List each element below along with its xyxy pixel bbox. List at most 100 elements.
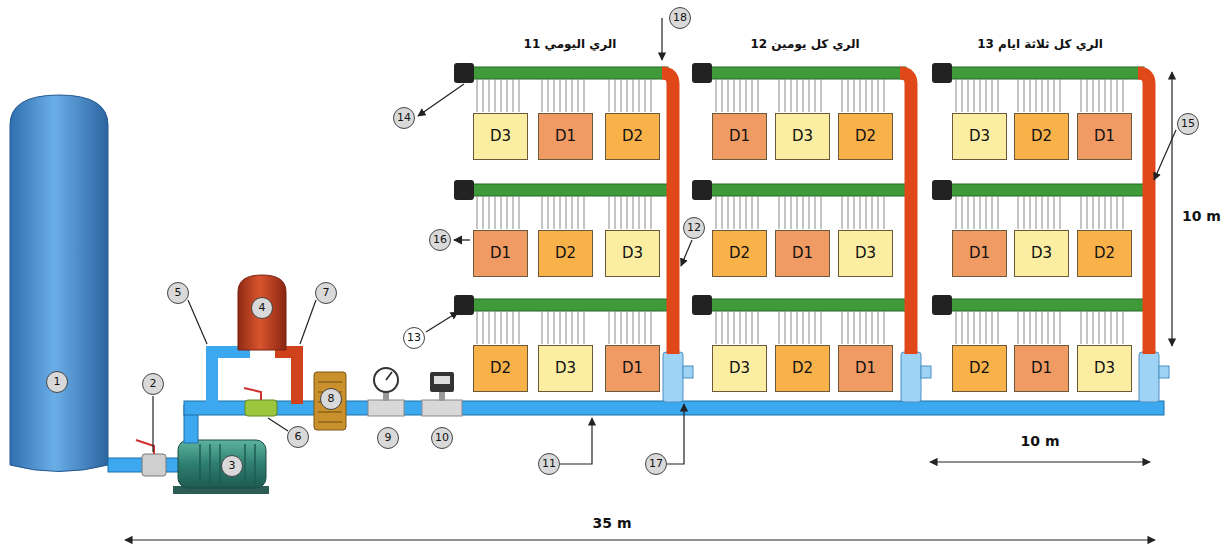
dripper-line	[968, 79, 969, 112]
dripper-line	[1030, 311, 1031, 344]
dripper-line	[854, 196, 855, 229]
lateral-end-cap	[454, 63, 474, 83]
dripper-line	[746, 311, 747, 344]
leader-line	[153, 18, 1176, 464]
dripper-line	[1105, 311, 1106, 344]
dripper-line	[566, 311, 567, 344]
dripper-line	[752, 196, 753, 229]
lateral-end-cap	[454, 63, 952, 315]
dripper-line	[986, 311, 987, 344]
leader-line	[188, 300, 207, 344]
dripper-line	[483, 196, 484, 229]
dripper-line	[584, 196, 585, 229]
callout-number: 18	[669, 7, 691, 29]
dripper-line	[645, 196, 646, 229]
dripper-line	[578, 196, 579, 229]
dripper-line	[627, 196, 628, 229]
dripper-line	[1060, 196, 1061, 229]
plot-box: D3	[605, 230, 660, 277]
callout-number: 10	[431, 427, 453, 449]
dripper-line	[974, 79, 975, 112]
dripper-line	[998, 311, 999, 344]
dimension-label: 35 m	[593, 513, 632, 532]
dripper-line	[572, 196, 573, 229]
plot-box: D3	[712, 345, 767, 392]
dripper-line	[785, 79, 786, 112]
submain-riser	[1138, 73, 1149, 354]
flow-meter	[430, 372, 454, 392]
dripper-line	[1099, 79, 1100, 112]
plot-label: D2	[1094, 245, 1115, 262]
dripper-line	[1060, 311, 1061, 344]
plot-box: D2	[605, 113, 660, 160]
dripper-line	[548, 196, 549, 229]
dripper-line	[1054, 311, 1055, 344]
plot-box: D1	[952, 230, 1007, 277]
plot-label: D2	[792, 360, 813, 377]
dripper-line	[633, 79, 634, 112]
dripper-line	[866, 196, 867, 229]
callout-number: 5	[167, 282, 189, 304]
dripper-line	[1042, 79, 1043, 112]
dripper-line	[651, 79, 652, 112]
plot-box: D2	[775, 345, 830, 392]
pressure-gauge	[368, 400, 404, 416]
callout-number: 8	[320, 388, 342, 410]
dripper-line	[651, 196, 652, 229]
pump	[173, 440, 269, 494]
dripper-line	[728, 79, 729, 112]
dripper-line	[986, 79, 987, 112]
riser-tee	[901, 352, 921, 402]
dripper-line	[1099, 311, 1100, 344]
dripper-line	[848, 196, 849, 229]
dripper-line	[722, 311, 723, 344]
filter	[314, 372, 346, 430]
dripper-line	[627, 311, 628, 344]
dripper-line	[1105, 79, 1106, 112]
callout-text: 17	[649, 458, 663, 470]
dripper-line	[501, 196, 502, 229]
water-tank	[10, 95, 108, 472]
callout-number: 11	[538, 453, 560, 475]
dripper-line	[716, 196, 717, 229]
dripper-line	[1042, 196, 1043, 229]
dripper-line	[1036, 311, 1037, 344]
pressure-gauge	[386, 372, 392, 380]
suction-valve	[136, 440, 166, 476]
dripper-line	[501, 79, 502, 112]
plot-label: D1	[490, 245, 511, 262]
dripper-line	[1093, 311, 1094, 344]
riser-tee	[1159, 366, 1169, 378]
riser-tee	[683, 366, 693, 378]
dimension-label: 10 m	[1021, 434, 1060, 449]
callout-text: 9	[385, 432, 392, 444]
dripper-line	[779, 79, 780, 112]
dripper-line	[1018, 79, 1019, 112]
dripper-line	[1123, 311, 1124, 344]
riser-tee	[921, 366, 931, 378]
dripper-line	[609, 196, 610, 229]
dripper-line	[507, 196, 508, 229]
dripper-line	[785, 311, 786, 344]
dripper-line	[998, 196, 999, 229]
dripper-line	[1018, 196, 1019, 229]
leader-line	[667, 404, 684, 464]
callout-text: 6	[295, 431, 302, 443]
lateral-end-cap	[932, 295, 952, 315]
dripper-line	[483, 79, 484, 112]
lateral-pipe	[940, 67, 1144, 79]
return-pipe	[275, 352, 297, 404]
dripper-line	[542, 196, 543, 229]
plot-box: D3	[838, 230, 893, 277]
dripper-line	[1081, 79, 1082, 112]
plot-label: D1	[1031, 360, 1052, 377]
lateral-pipe	[700, 67, 906, 79]
pump	[178, 440, 266, 488]
dripper-line	[1117, 79, 1118, 112]
plot-label: D2	[729, 245, 750, 262]
water-tank	[10, 95, 108, 472]
lateral-pipe	[940, 184, 1144, 196]
dripper-line	[578, 79, 579, 112]
dimension-line	[930, 461, 1150, 462]
plot-label: D3	[792, 128, 813, 145]
